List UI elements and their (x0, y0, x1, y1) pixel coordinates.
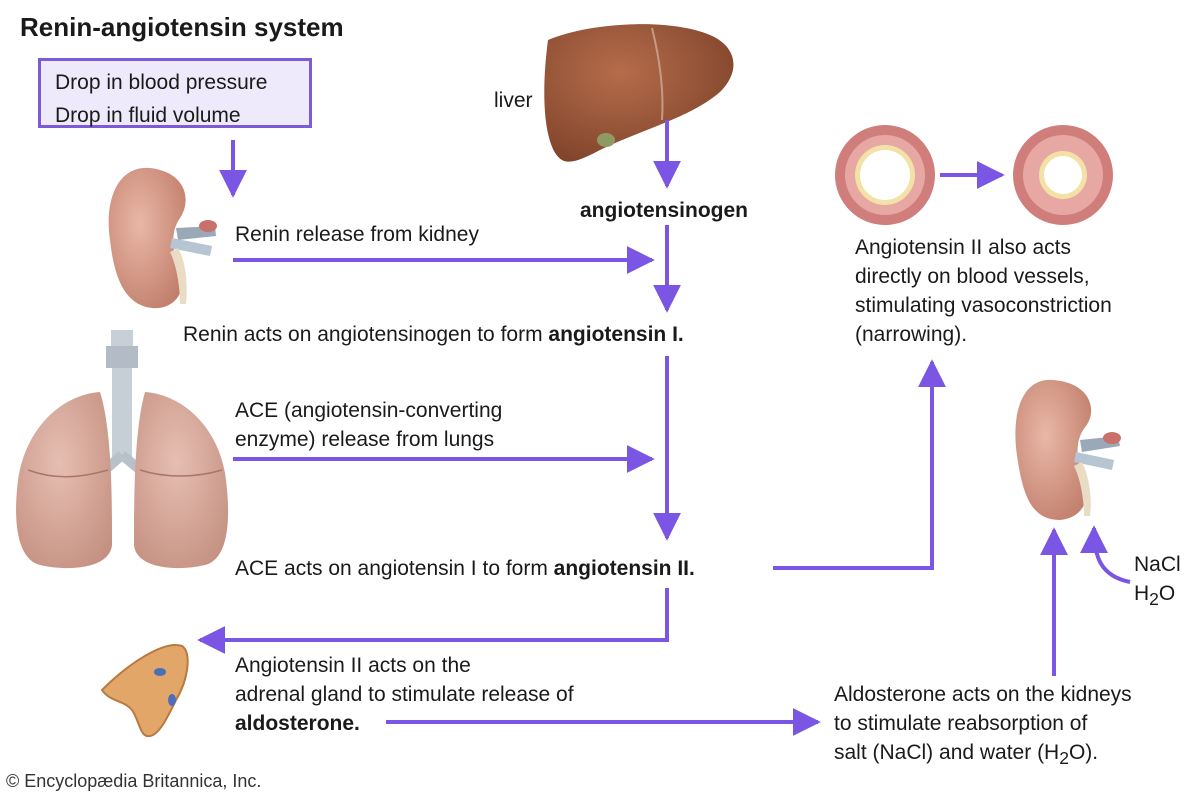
aldo-line-3-prefix: salt (NaCl) and water (H (834, 741, 1060, 764)
arrow-angiotensin-2-to-adrenal (197, 588, 669, 654)
liver-label: liver (494, 89, 533, 112)
kidney-illustration-right (1015, 379, 1121, 520)
adrenal-text: Angiotensin II acts on the adrenal gland… (235, 651, 574, 738)
vessels-line-3: stimulating vasoconstriction (855, 294, 1112, 317)
aldo-line-3-sub: 2 (1059, 748, 1069, 769)
kidney-illustration-top (108, 167, 217, 309)
ace-release-line-2: enzyme) release from lungs (235, 428, 495, 451)
h2o-suffix: O (1158, 582, 1176, 605)
angiotensin-1-label: angiotensin I. (548, 323, 684, 346)
adrenal-line-2: adrenal gland to stimulate release of (235, 683, 574, 706)
trigger-line-blood-pressure: Drop in blood pressure (55, 71, 268, 94)
adrenal-line-1: Angiotensin II acts on the (235, 654, 471, 677)
vessels-line-1: Angiotensin II also acts (855, 236, 1071, 259)
h2o-sub: 2 (1149, 589, 1159, 610)
ace-acts-text: ACE acts on angiotensin I to form angiot… (235, 554, 695, 583)
adrenal-gland-illustration (100, 644, 189, 738)
vessels-text: Angiotensin II also acts directly on blo… (855, 233, 1112, 349)
trigger-box: Drop in blood pressure Drop in fluid vol… (38, 58, 312, 128)
renin-acts-text: Renin acts on angiotensinogen to form an… (183, 320, 684, 349)
copyright-credit: © Encyclopædia Britannica, Inc. (6, 771, 262, 791)
aldo-line-2: to stimulate reabsorption of (834, 712, 1088, 735)
aldo-line-3-suffix: O). (1068, 741, 1099, 764)
reabsorbed-substances: NaCl H2O (1134, 550, 1181, 614)
h2o-label: H2O (1134, 579, 1181, 614)
arrow-salt-water-to-kidney (1080, 525, 1131, 584)
liver-illustration (544, 24, 734, 162)
vessels-line-2: directly on blood vessels, (855, 265, 1090, 288)
arrow-angiotensin-2-to-vessels (773, 359, 946, 570)
renin-acts-prefix: Renin acts on angiotensinogen to form (183, 323, 549, 346)
ace-acts-prefix: ACE acts on angiotensin I to form (235, 557, 554, 580)
flow-arrows (197, 120, 1131, 736)
nacl-label: NaCl (1134, 553, 1181, 576)
angiotensinogen-label: angiotensinogen (580, 199, 748, 222)
renin-release-text: Renin release from kidney (235, 223, 479, 246)
ace-release-text: ACE (angiotensin-converting enzyme) rele… (235, 396, 502, 454)
trigger-line-fluid-volume: Drop in fluid volume (55, 104, 241, 127)
lungs-illustration (16, 330, 229, 569)
h2o-prefix: H (1134, 582, 1150, 605)
aldosterone-label: aldosterone. (235, 712, 360, 735)
ace-release-line-1: ACE (angiotensin-converting (235, 399, 503, 422)
diagram-title: Renin-angiotensin system (20, 12, 344, 42)
aldo-line-3: salt (NaCl) and water (H2O). (834, 738, 1132, 773)
aldosterone-effect-text: Aldosterone acts on the kidneys to stimu… (834, 680, 1132, 773)
blood-vessel-constricted-illustration (1013, 125, 1113, 225)
aldo-line-1: Aldosterone acts on the kidneys (834, 683, 1132, 706)
blood-vessel-normal-illustration (835, 125, 935, 225)
angiotensin-2-label: angiotensin II. (553, 557, 695, 580)
vessels-line-4: (narrowing). (855, 323, 968, 346)
